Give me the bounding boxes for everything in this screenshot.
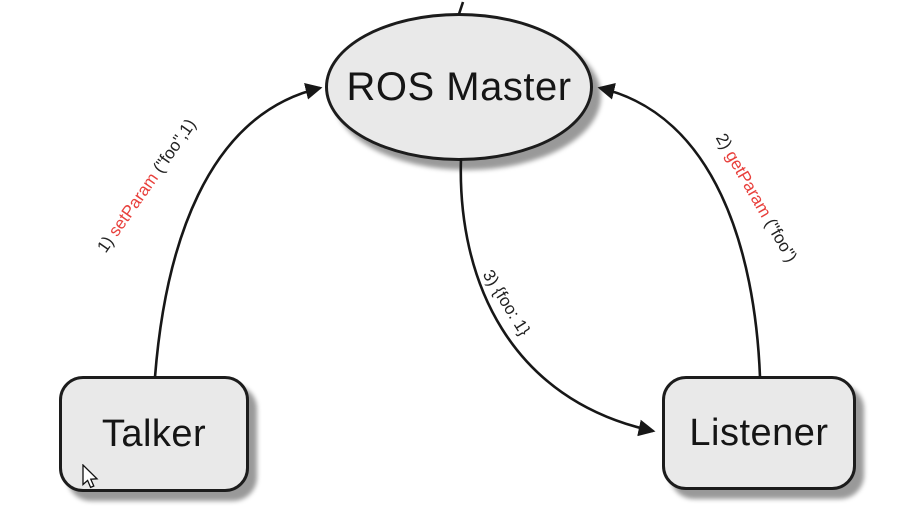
listener-label: Listener (689, 411, 829, 454)
node-listener: Listener (662, 376, 856, 490)
getparam-args: ("foo") (758, 211, 801, 266)
talker-label: Talker (101, 412, 207, 455)
ros-master-label: ROS Master (346, 64, 572, 109)
node-ros-master: ROS Master (325, 13, 593, 161)
mouse-cursor-icon (82, 464, 99, 489)
edge-label-value: 3) {foo: 1} (478, 266, 534, 339)
value-label: 3) {foo: 1} (478, 266, 535, 340)
getparam-method: getParam (721, 147, 776, 221)
setparam-method: setParam (104, 169, 163, 240)
edge-label-setparam: 1) setParam ("foo",1) (93, 115, 200, 256)
edge-getparam-arrow (597, 83, 762, 378)
setparam-args: ("foo",1) (146, 115, 200, 181)
edge-label-getparam: 2) getParam ("foo") (711, 130, 801, 266)
